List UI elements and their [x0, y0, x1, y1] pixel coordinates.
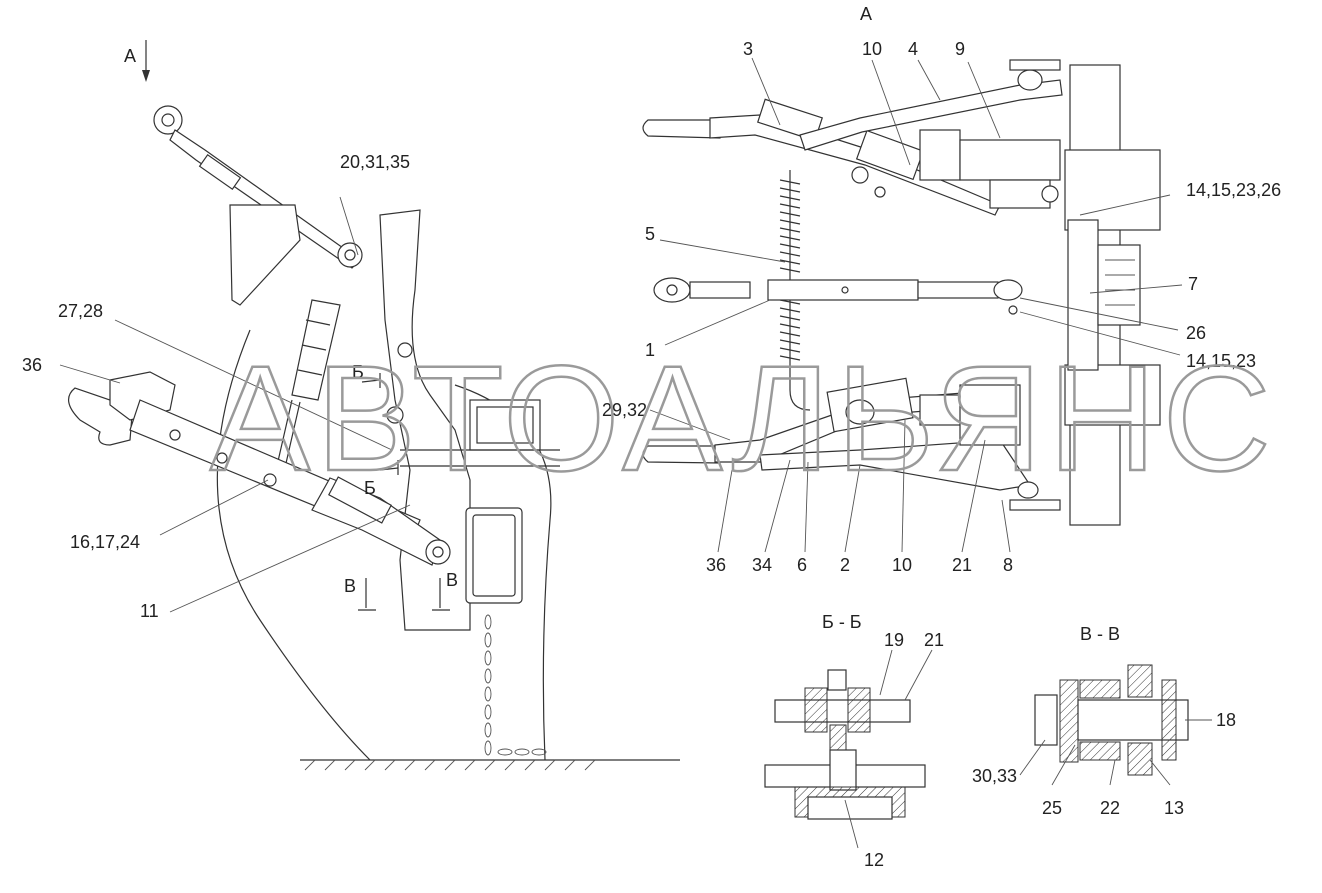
frame-bracket: [1097, 244, 1141, 326]
section-b-shaft: [774, 699, 911, 723]
callout-22: 22: [1100, 798, 1120, 818]
callout-16-17-24: 16,17,24: [70, 532, 140, 552]
safety-chain: [484, 614, 547, 756]
callout-6: 6: [797, 555, 807, 575]
top-link-side: [153, 105, 363, 306]
callout-14-15-23: 14,15,23: [1186, 351, 1256, 371]
callout-10-top: 10: [862, 39, 882, 59]
beam-section-upper-inner: [476, 406, 534, 444]
section-v-head: [1034, 694, 1058, 746]
mounting-bracket: [379, 209, 471, 631]
view-arrow-a-label: А: [124, 46, 136, 66]
section-v-leaders: [1019, 719, 1212, 786]
section-b-nut: [827, 669, 847, 691]
cut-mark-v-right-label: В: [446, 570, 458, 590]
top-view: А: [642, 4, 1183, 553]
turnbuckle-side: [275, 299, 341, 473]
callout-14-15-23-26: 14,15,23,26: [1186, 180, 1281, 200]
ground-hatching: [304, 759, 596, 771]
callouts: 3 10 4 9 14,15,23,26 5 7 26 1 14,15,23 2…: [22, 39, 1281, 870]
cut-mark-b-bottom-label: Б: [364, 478, 376, 498]
section-v-bushing-top: [1079, 679, 1121, 699]
section-b-hatch: [804, 687, 828, 733]
spring: [779, 170, 811, 411]
section-v-v: В - В: [1019, 624, 1212, 786]
cut-mark-b-top-label: Б: [352, 362, 364, 382]
callout-18: 18: [1216, 710, 1236, 730]
callout-21-section: 21: [924, 630, 944, 650]
callout-21-top: 21: [952, 555, 972, 575]
callout-34: 34: [752, 555, 772, 575]
callout-3: 3: [743, 39, 753, 59]
section-b-leaders: [844, 649, 933, 849]
watermark: АВТОАЛЬЯНС: [210, 334, 1277, 502]
lower-lower-link: [642, 377, 1061, 511]
callout-10-bottom: 10: [892, 555, 912, 575]
callout-2: 2: [840, 555, 850, 575]
callout-36-side: 36: [22, 355, 42, 375]
callout-12: 12: [864, 850, 884, 870]
callout-36-top: 36: [706, 555, 726, 575]
callout-7: 7: [1188, 274, 1198, 294]
callout-1: 1: [645, 340, 655, 360]
wheel-arc: [216, 329, 371, 761]
bracket-hole: [397, 342, 413, 358]
callout-5: 5: [645, 224, 655, 244]
rear-frame-upper-block: [1064, 149, 1161, 231]
view-arrow-a-head: [142, 70, 150, 82]
upper-top-link: [799, 59, 1063, 209]
top-view-leaders: [649, 57, 1183, 553]
section-b-block-inner: [807, 796, 893, 820]
callout-9: 9: [955, 39, 965, 59]
cut-mark-b-top: [361, 379, 381, 383]
side-view: А Б Б В В: [59, 40, 680, 771]
cut-mark-b-bottom: [379, 467, 399, 471]
callout-30-33: 30,33: [972, 766, 1017, 786]
section-v-hatch: [1059, 679, 1079, 763]
section-b-bolt: [829, 724, 847, 751]
callout-29-32: 29,32: [602, 400, 647, 420]
section-v-washer: [1161, 679, 1177, 761]
section-v-bushing-bottom: [1079, 741, 1121, 761]
callout-27-28: 27,28: [58, 301, 103, 321]
callout-20-31-35: 20,31,35: [340, 152, 410, 172]
section-v-plate-bottom: [1127, 742, 1153, 776]
stabilizer-bar: [653, 277, 1023, 315]
section-b-b: Б - Б: [764, 612, 933, 849]
section-v-title: В - В: [1080, 624, 1120, 644]
side-view-leaders: [59, 196, 411, 613]
callout-26: 26: [1186, 323, 1206, 343]
section-b-stem: [829, 749, 857, 791]
callout-25: 25: [1042, 798, 1062, 818]
section-v-plate-top: [1127, 664, 1153, 698]
callout-13: 13: [1164, 798, 1184, 818]
bracket-hole: [386, 406, 404, 424]
callout-11: 11: [140, 601, 159, 621]
callout-19: 19: [884, 630, 904, 650]
top-view-title: А: [860, 4, 872, 24]
callout-4: 4: [908, 39, 918, 59]
section-b-hatch: [847, 687, 871, 733]
callout-8: 8: [1003, 555, 1013, 575]
beam-section-lower-inner: [472, 514, 516, 597]
section-b-title: Б - Б: [822, 612, 862, 632]
lift-arm-side: [311, 476, 451, 566]
cut-mark-v-left-label: В: [344, 576, 356, 596]
rear-frame-lower-block: [1064, 364, 1161, 426]
